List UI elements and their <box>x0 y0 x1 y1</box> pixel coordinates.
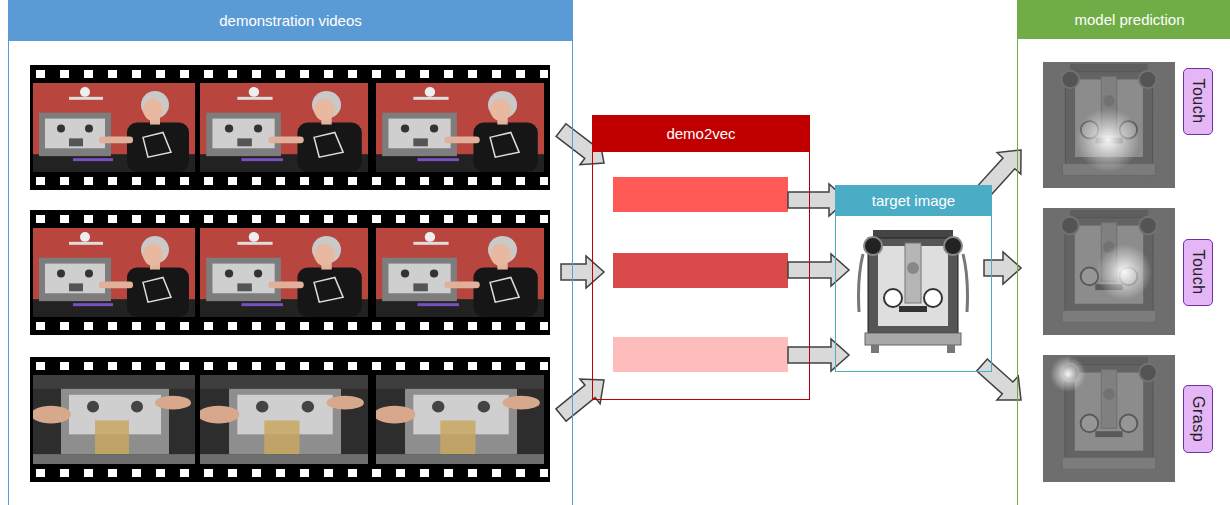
heatmap <box>1043 355 1175 482</box>
encoder-box: demo2vec <box>592 115 810 400</box>
action-text: Grasp <box>1189 396 1207 442</box>
feature-bar <box>613 177 788 212</box>
feature-bar <box>613 337 788 372</box>
panel-heading: demo2vec <box>593 116 809 152</box>
heatmap <box>1043 208 1175 335</box>
action-label: Grasp <box>1183 385 1213 453</box>
filmstrip <box>30 210 550 335</box>
panel-heading: model prediction <box>1018 1 1230 39</box>
video-panel: demonstration videos <box>8 0 573 505</box>
block-arrow <box>984 252 1021 284</box>
block-arrow <box>977 359 1021 400</box>
action-label: Touch <box>1183 68 1213 135</box>
action-text: Touch <box>1189 249 1207 294</box>
action-text: Touch <box>1189 78 1207 123</box>
filmstrip <box>30 357 550 482</box>
filmstrip <box>30 65 550 190</box>
feature-bar <box>613 253 788 288</box>
panel-heading: demonstration videos <box>9 1 572 41</box>
action-label: Touch <box>1183 239 1213 306</box>
block-arrow <box>788 254 849 286</box>
prediction-panel: model predictionTouchTouchGrasp <box>1017 0 1230 505</box>
heatmap <box>1043 62 1175 188</box>
block-arrow <box>556 379 604 421</box>
panel-heading: target image <box>836 186 991 216</box>
espresso-machine <box>859 230 968 353</box>
block-arrow <box>561 256 604 288</box>
block-arrow <box>788 339 849 371</box>
image-box: target image <box>835 185 992 372</box>
